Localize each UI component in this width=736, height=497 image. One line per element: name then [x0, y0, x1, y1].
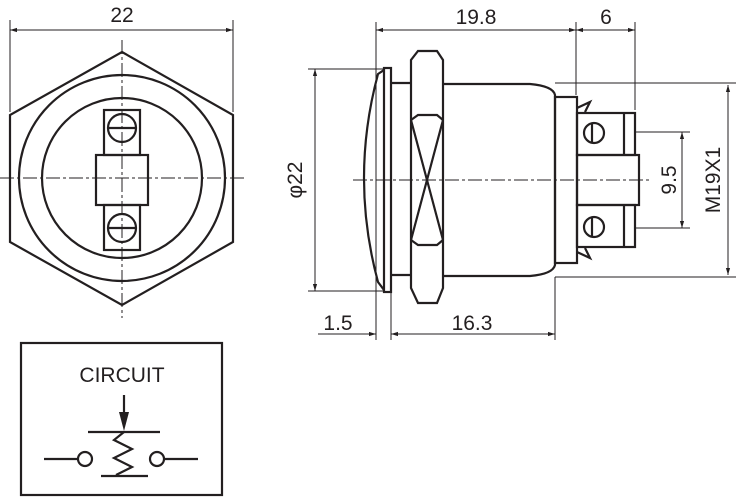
dim-diameter: φ22 [284, 162, 307, 199]
circuit-box: CIRCUIT [19, 341, 224, 497]
dim-length: 19.8 [456, 6, 497, 29]
dim-terminal-length: 6 [600, 6, 612, 29]
side-view: 19.8 6 φ22 M19X1 9.5 1.5 16.3 [284, 6, 736, 340]
side-nut [409, 49, 445, 305]
circuit-title: CIRCUIT [79, 364, 164, 387]
dim-front-width: 22 [110, 4, 133, 27]
dim-thread: M19X1 [702, 147, 725, 214]
spring-icon [111, 431, 135, 476]
terminal-left-icon [76, 450, 94, 468]
terminal-right-icon [148, 450, 166, 468]
dim-flange-thickness: 1.5 [323, 312, 352, 335]
lower-terminal-side [575, 203, 637, 249]
dome-cap [362, 69, 385, 291]
dim-terminal-spacing: 9.5 [658, 165, 681, 194]
upper-terminal-side [575, 111, 637, 157]
arrow-down-icon [119, 412, 129, 431]
front-view: 22 [0, 4, 245, 318]
dim-body-length: 16.3 [452, 312, 493, 335]
